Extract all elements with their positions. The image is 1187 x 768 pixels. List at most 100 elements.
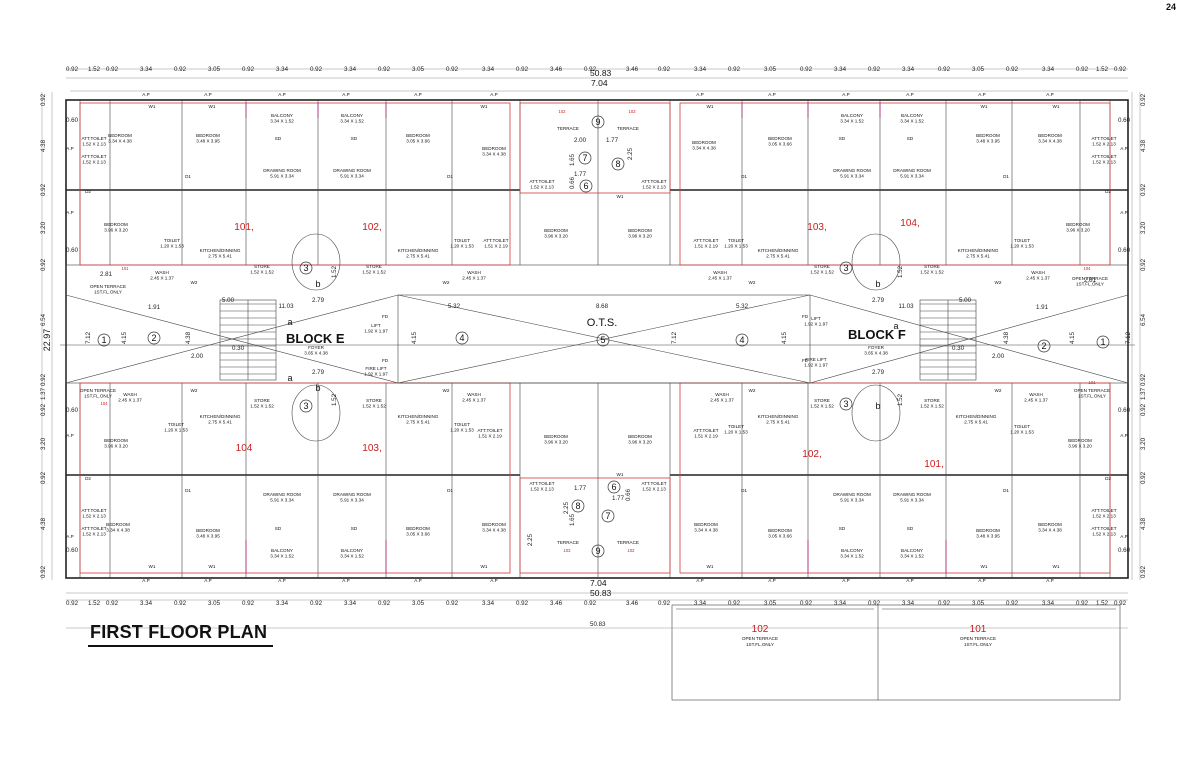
svg-text:b: b — [875, 279, 880, 289]
circle-tag-24: 3 — [299, 399, 313, 413]
top-total-dim: 50.83 — [590, 68, 612, 78]
plan-marker-33: W1 — [707, 564, 714, 569]
plan-marker-1: A.P — [204, 92, 211, 97]
right-dim-9: 3.20 — [1140, 437, 1147, 450]
plan-marker-61: D1 — [185, 488, 191, 493]
bottom-dim-29: 3.34 — [1042, 600, 1055, 607]
dim-label-24: 0.60 — [66, 407, 79, 414]
drawing-title: FIRST FLOOR PLAN — [90, 622, 268, 642]
dim-label-3: 2.79 — [312, 297, 325, 304]
dim-vertical-8: 7.12 — [1125, 331, 1132, 344]
right-dim-10: 0.92 — [1140, 471, 1147, 484]
left-dim-9: 3.20 — [40, 437, 47, 450]
dim-vertical-19: 0.66 — [625, 488, 632, 501]
dim-label-4: 5.32 — [448, 303, 461, 310]
right-dim-5: 6.54 — [1140, 313, 1147, 326]
plan-marker-13: A.P — [204, 578, 211, 583]
svg-text:6: 6 — [611, 482, 616, 492]
svg-text:4: 4 — [739, 335, 744, 345]
unit-f-101: 101, — [924, 459, 943, 470]
right-dim-12: 0.92 — [1140, 565, 1147, 578]
terrace-unit-2: 103 — [564, 548, 572, 553]
circle-tag-7: 9 — [591, 115, 605, 129]
svg-text:3: 3 — [843, 263, 848, 273]
circle-tag-22: 3 — [299, 261, 313, 275]
ots-label: O.T.S. — [587, 317, 618, 329]
open-terrace-unit-e104: 104 — [101, 401, 109, 406]
bottom-dim-9: 3.34 — [344, 600, 357, 607]
plan-marker-17: A.P — [490, 578, 497, 583]
plan-marker-72: W2 — [749, 388, 756, 393]
left-dim-5: 6.54 — [40, 313, 47, 326]
dim-label-12: 2.79 — [872, 369, 885, 376]
plan-marker-60: D2 — [85, 476, 91, 481]
bottom-dim-18: 0.92 — [658, 600, 671, 607]
left-dim-10: 0.92 — [40, 471, 47, 484]
below-unit-102: 102 — [752, 624, 769, 635]
svg-text:9: 9 — [595, 117, 600, 127]
plan-marker-40: A.P — [66, 433, 73, 438]
unit-f-103: 103, — [807, 222, 826, 233]
plan-marker-63: D1 — [741, 488, 747, 493]
dim-vertical-5: 4.15 — [781, 331, 788, 344]
bottom-dim-15: 3.46 — [550, 600, 563, 607]
dim-label-16: 1.77 — [606, 137, 619, 144]
plan-marker-20: A.P — [842, 578, 849, 583]
plan-marker-31: W1 — [209, 564, 216, 569]
dim-label-27: 0.60 — [1118, 247, 1131, 254]
circle-tag-20: b — [875, 401, 880, 411]
plan-marker-66: W2 — [191, 280, 198, 285]
circle-tag-21: a — [893, 321, 898, 331]
dim-vertical-14: 1.52 — [331, 265, 338, 278]
dim-vertical-3: 4.15 — [411, 331, 418, 344]
plan-marker-16: A.P — [414, 578, 421, 583]
plan-marker-46: SD — [351, 136, 358, 141]
terrace-label-96: TERRACE — [557, 540, 579, 545]
circle-tag-9: 7 — [578, 151, 592, 165]
top-dim-26: 0.92 — [938, 66, 951, 73]
building-outline — [65, 99, 1129, 579]
dim-vertical-15: 1.52 — [331, 393, 338, 406]
top-dim-31: 1.52 — [1096, 66, 1109, 73]
svg-text:9: 9 — [595, 546, 600, 556]
svg-text:6: 6 — [583, 181, 588, 191]
dim-label-31: 0.30 — [952, 345, 965, 352]
plan-marker-5: A.P — [490, 92, 497, 97]
circle-tag-25: 3 — [839, 397, 853, 411]
plan-marker-56: D1 — [447, 174, 453, 179]
top-dim-25: 3.34 — [902, 66, 915, 73]
unit-e-101: 101, — [234, 222, 253, 233]
plan-marker-35: W1 — [1053, 564, 1060, 569]
circle-tag-10: 6 — [579, 179, 593, 193]
bottom-dim-26: 0.92 — [938, 600, 951, 607]
dim-label-18: 1.77 — [574, 485, 587, 492]
bottom-dim-32: 0.92 — [1114, 600, 1127, 607]
dim-label-6: 5.32 — [736, 303, 749, 310]
circle-tag-0: 1 — [97, 333, 111, 347]
bottom-dim-22: 0.92 — [800, 600, 813, 607]
top-dim-8: 0.92 — [310, 66, 323, 73]
left-dim-7: 1.37 — [40, 387, 47, 400]
unit-e-103: 103, — [362, 443, 381, 454]
